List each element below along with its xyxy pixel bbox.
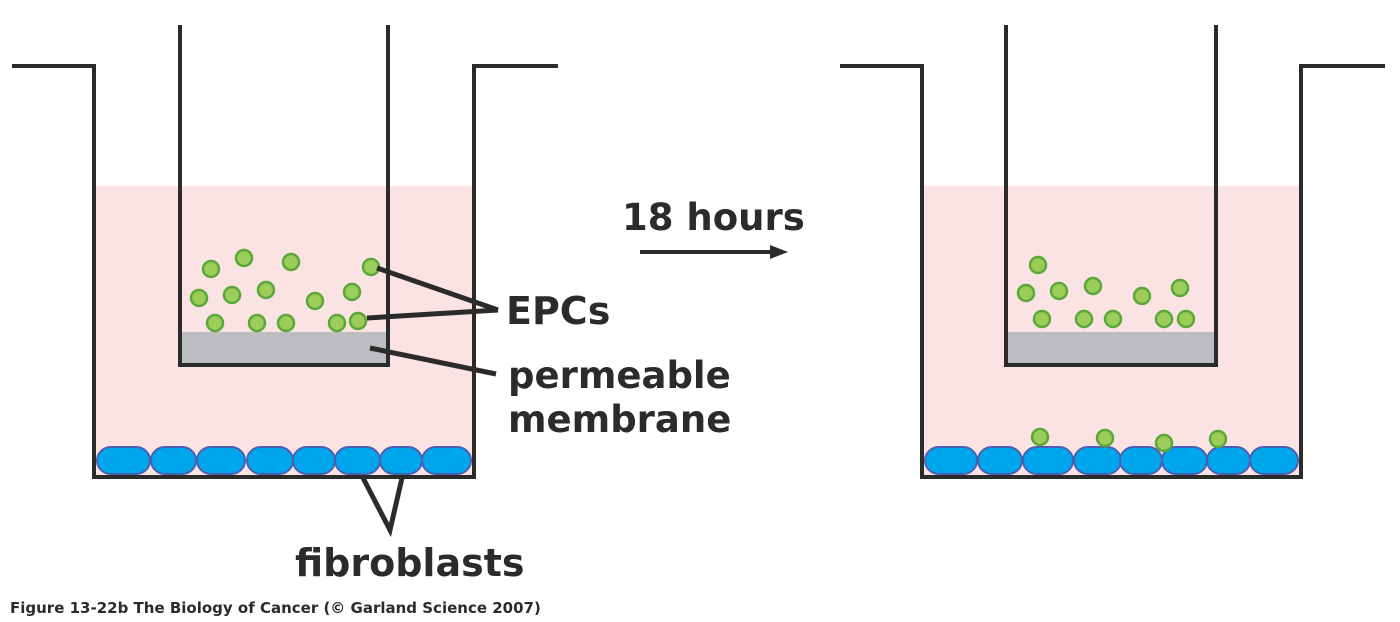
epc-cell (1074, 309, 1094, 329)
epc-cell (305, 291, 325, 311)
epc-cell (205, 313, 225, 333)
well-outline (12, 64, 558, 479)
epc-cells (1016, 255, 1228, 453)
epc-cell (234, 248, 254, 268)
fibroblast-layer (96, 446, 472, 475)
epc-cell (1170, 278, 1190, 298)
fibroblast-cell (1073, 446, 1122, 475)
arrow-icon (640, 245, 788, 259)
insert-outline (178, 25, 390, 367)
fibroblast-cell (196, 446, 246, 475)
epc-cell (201, 259, 221, 279)
permeable-membrane (1008, 332, 1216, 365)
label-time: 18 hours (622, 196, 805, 239)
epc-cell (1032, 309, 1052, 329)
fibroblast-cell (1022, 446, 1074, 475)
fibroblast-cell (246, 446, 294, 475)
fibroblast-cell (150, 446, 197, 475)
epc-cell (1176, 309, 1196, 329)
epc-cell (276, 313, 296, 333)
epc-cell (1016, 283, 1036, 303)
epc-cell (1154, 309, 1174, 329)
epc-cell (1028, 255, 1048, 275)
fibroblast-cell (96, 446, 151, 475)
epc-cell (327, 313, 347, 333)
epc-cell (189, 288, 209, 308)
epc-cell (1154, 433, 1174, 453)
epc-cell (222, 285, 242, 305)
epc-cell (1083, 276, 1103, 296)
well-outline (840, 64, 1385, 479)
epc-cell (1095, 428, 1115, 448)
label-epcs: EPCs (506, 289, 610, 333)
epc-cell (281, 252, 301, 272)
epc-cell (1103, 309, 1123, 329)
epc-cell (247, 313, 267, 333)
figure-caption: Figure 13-22b The Biology of Cancer (© G… (10, 599, 541, 617)
epc-cell (1030, 427, 1050, 447)
medium (922, 186, 1301, 477)
fibroblast-cell (292, 446, 336, 475)
permeable-membrane (182, 332, 388, 365)
epc-cell (1049, 281, 1069, 301)
fibroblast-cell (924, 446, 978, 475)
label-fibroblasts: fibroblasts (295, 541, 524, 585)
fibroblast-cell (379, 446, 423, 475)
well-after (840, 25, 1385, 479)
fibroblast-cell (421, 446, 472, 475)
insert-outline (1004, 25, 1218, 367)
fibroblast-cell (1119, 446, 1163, 475)
epc-cells (189, 248, 381, 333)
well-before (12, 25, 558, 479)
label-membrane: membrane (508, 398, 731, 441)
epc-cell (1208, 429, 1228, 449)
fibroblast-cell (334, 446, 381, 475)
epc-cell (361, 257, 381, 277)
label-permeable: permeable (508, 354, 731, 397)
fibroblast-cell (1161, 446, 1208, 475)
fibroblast-cell (1249, 446, 1299, 475)
fibroblast-layer (924, 446, 1299, 475)
epc-cell (1132, 286, 1152, 306)
epc-cell (342, 282, 362, 302)
epc-cell (348, 311, 368, 331)
fibroblast-cell (977, 446, 1023, 475)
fibroblast-cell (1206, 446, 1251, 475)
epc-cell (256, 280, 276, 300)
pointer-lines (359, 265, 499, 538)
